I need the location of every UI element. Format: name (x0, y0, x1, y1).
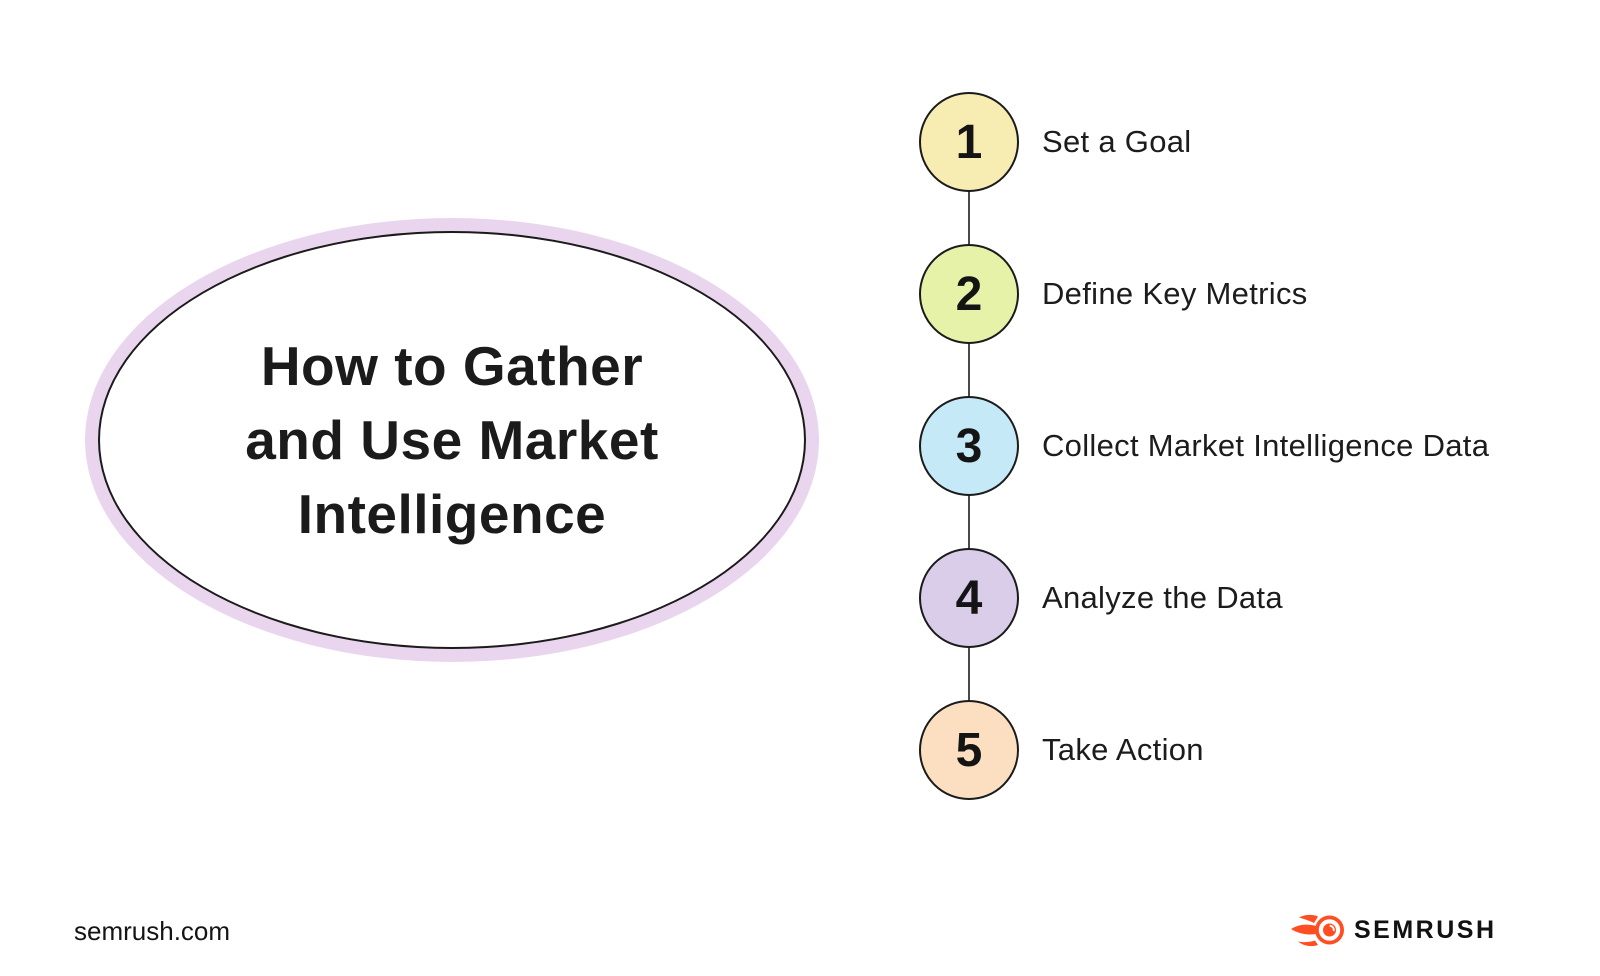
step-number: 2 (955, 267, 983, 321)
step-number: 5 (955, 723, 983, 777)
step-circle-2: 2 (919, 244, 1019, 344)
step-label: Define Key Metrics (1042, 276, 1308, 311)
page-title-line-3: Intelligence (297, 483, 607, 545)
step-row-4: 4 Analyze the Data (919, 548, 1283, 648)
step-label: Collect Market Intelligence Data (1042, 428, 1490, 463)
semrush-flame-icon (1291, 914, 1344, 947)
title-ellipse: How to Gather and Use Market Intelligenc… (85, 218, 819, 662)
step-row-5: 5 Take Action (919, 700, 1204, 800)
title-ellipse-inner: How to Gather and Use Market Intelligenc… (98, 231, 806, 649)
website-url: semrush.com (74, 916, 231, 946)
step-circle-1: 1 (919, 92, 1019, 192)
step-number: 4 (955, 571, 983, 625)
step-circle-5: 5 (919, 700, 1019, 800)
step-row-1: 1 Set a Goal (919, 92, 1191, 192)
brand-name: SEMRUSH (1354, 915, 1497, 944)
step-row-2: 2 Define Key Metrics (919, 244, 1308, 344)
step-label: Analyze the Data (1042, 580, 1283, 615)
step-label: Set a Goal (1042, 124, 1192, 159)
step-row-3: 3 Collect Market Intelligence Data (919, 396, 1489, 496)
brand-logo: SEMRUSH (1291, 913, 1497, 947)
step-circle-3: 3 (919, 396, 1019, 496)
page-title-line-1: How to Gather (260, 335, 644, 397)
page-title-line-2: and Use Market (245, 409, 659, 471)
step-label: Take Action (1042, 732, 1204, 767)
page-title: How to Gather and Use Market Intelligenc… (245, 329, 659, 551)
step-number: 1 (955, 115, 983, 169)
step-number: 3 (955, 419, 983, 473)
step-circle-4: 4 (919, 548, 1019, 648)
